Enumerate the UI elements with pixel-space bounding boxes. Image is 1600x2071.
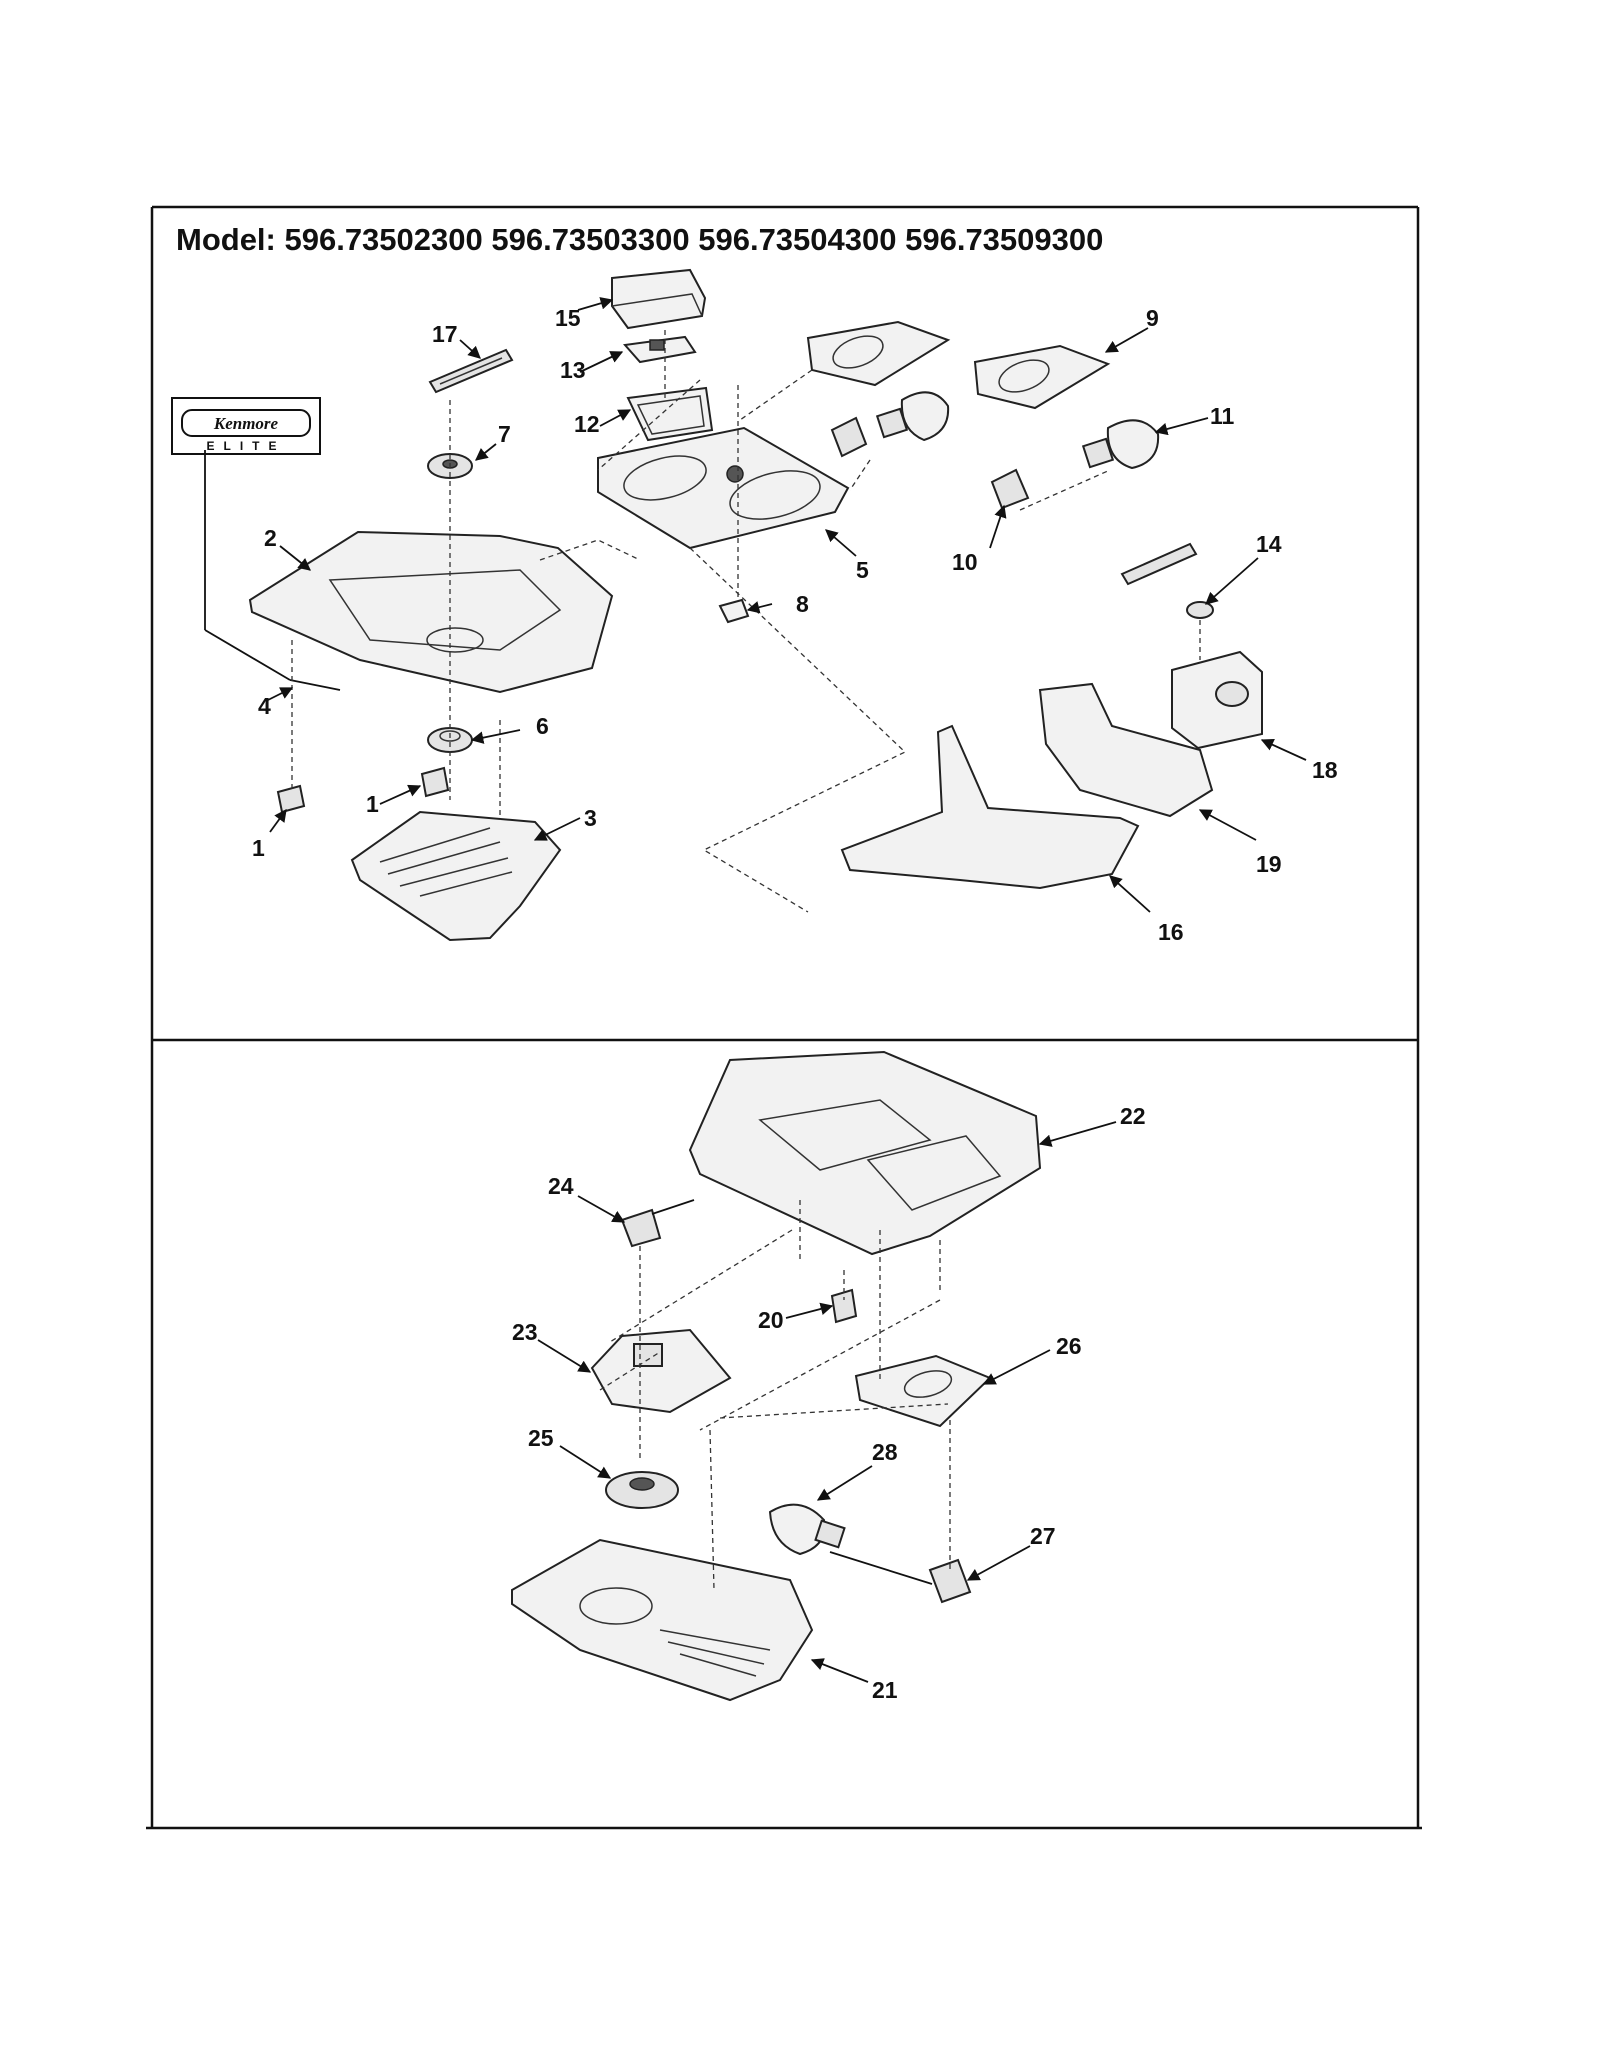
part-1-switch-right <box>420 766 450 798</box>
lens-cover-left <box>806 320 951 387</box>
label-part-28: 28 <box>872 1439 898 1465</box>
part-15-cover <box>611 268 707 330</box>
label-part-15: 15 <box>555 305 581 331</box>
part-17-belt <box>428 348 514 394</box>
label-part-12: 12 <box>574 411 600 437</box>
label-part-1-left: 1 <box>252 835 265 861</box>
model-title: Model: 596.73502300 596.73503300 596.735… <box>176 222 1103 257</box>
part-13-logic-board <box>623 335 697 364</box>
upper-dashed-guides <box>204 330 1201 913</box>
part-21-bottom-lens <box>511 1538 814 1702</box>
label-part-22: 22 <box>1120 1103 1146 1129</box>
light-socket-left <box>830 416 868 458</box>
light-bulb-left <box>875 391 950 442</box>
diagram-frame <box>146 205 1422 1830</box>
part-27-light-socket <box>928 1558 972 1604</box>
label-part-4: 4 <box>258 693 271 719</box>
part-18-motor <box>1171 650 1263 750</box>
brand-subtitle: ELITE <box>206 439 285 453</box>
brand-name: Kenmore <box>213 414 279 433</box>
upper-assembly: 15 13 12 17 7 9 11 10 5 8 14 18 19 16 2 … <box>204 268 1338 945</box>
part-26-lens-cover <box>854 1354 992 1428</box>
upper-leader-arrows <box>267 297 1307 913</box>
label-part-8: 8 <box>796 591 809 617</box>
label-part-9: 9 <box>1146 305 1159 331</box>
label-part-24: 24 <box>548 1173 574 1199</box>
part-16-side-cover <box>840 724 1140 890</box>
part-25-gear <box>605 1471 679 1509</box>
part-22-housing-frame <box>688 1050 1042 1256</box>
label-part-23: 23 <box>512 1319 538 1345</box>
label-part-18: 18 <box>1312 757 1338 783</box>
label-part-27: 27 <box>1030 1523 1056 1549</box>
label-part-19: 19 <box>1256 851 1282 877</box>
label-part-10: 10 <box>952 549 978 575</box>
label-part-26: 26 <box>1056 1333 1082 1359</box>
part-2-top-cover <box>248 530 614 694</box>
part-6-drive-ring <box>427 727 473 753</box>
label-part-11: 11 <box>1210 403 1235 429</box>
label-part-21: 21 <box>872 1677 898 1703</box>
upper-part-labels: 15 13 12 17 7 9 11 10 5 8 14 18 19 16 2 … <box>252 305 1338 945</box>
lower-leader-arrows <box>537 1121 1117 1683</box>
label-part-20: 20 <box>758 1307 784 1333</box>
label-part-5: 5 <box>856 557 869 583</box>
part-8-socket <box>718 598 750 624</box>
part-1-switch-left <box>276 784 306 814</box>
part-24-capacitor <box>620 1199 695 1248</box>
part-5-chassis-plate <box>597 426 850 550</box>
part-28-light-bulb <box>768 1503 846 1556</box>
label-part-25: 25 <box>528 1425 554 1451</box>
label-part-7: 7 <box>498 421 511 447</box>
part-11-light-bulb <box>1081 419 1160 470</box>
part-4-wire <box>289 679 341 691</box>
part-10-light-socket <box>990 468 1030 510</box>
part-23-board-bracket <box>590 1328 732 1414</box>
part-12-bracket <box>626 386 714 442</box>
label-part-3: 3 <box>584 805 597 831</box>
part-20-switch <box>830 1288 858 1324</box>
label-part-16: 16 <box>1158 919 1184 945</box>
kenmore-elite-logo: Kenmore ELITE <box>171 397 321 455</box>
label-part-14: 14 <box>1256 531 1282 557</box>
label-part-17: 17 <box>432 321 458 347</box>
part-14-belt <box>1120 542 1198 586</box>
lower-assembly: 22 24 20 23 25 26 28 27 21 <box>511 1050 1146 1703</box>
lower-dashed-guides <box>599 1200 951 1591</box>
lower-part-labels: 22 24 20 23 25 26 28 27 21 <box>512 1103 1146 1703</box>
part-19-rail-housing <box>1038 682 1214 818</box>
part-9-lens-cover <box>973 344 1111 410</box>
label-part-2: 2 <box>264 525 277 551</box>
part-14-gear <box>1186 601 1214 619</box>
label-part-6: 6 <box>536 713 549 739</box>
label-part-13: 13 <box>560 357 586 383</box>
label-part-1-right: 1 <box>366 791 379 817</box>
part-3-grille-lens <box>350 810 562 942</box>
